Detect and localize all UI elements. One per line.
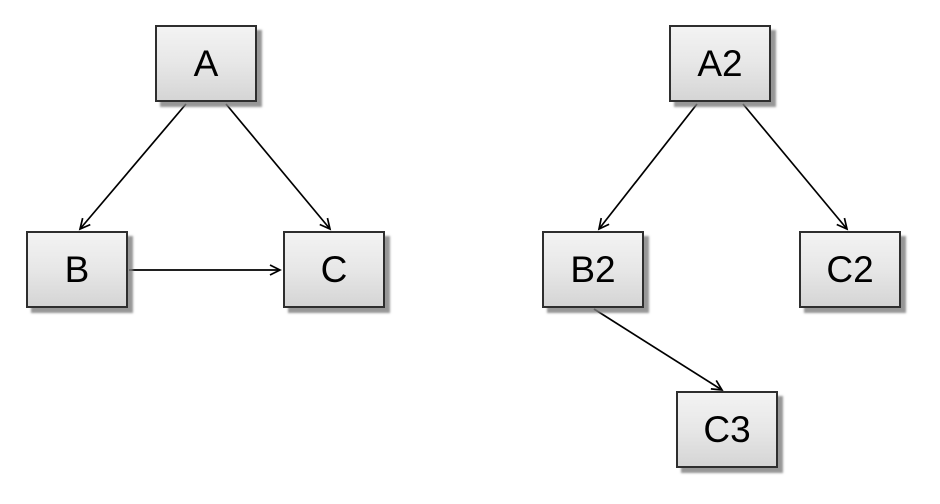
node-A: A [155,25,257,102]
edge-A2-C2 [742,103,849,231]
node-B2: B2 [542,231,644,308]
node-B-label: B [64,248,90,290]
node-C2: C2 [799,231,901,308]
edge-A2-B2 [597,103,698,231]
edge-A-B [78,103,187,231]
node-B2-label: B2 [570,248,616,290]
edge-A-C [225,103,332,231]
node-B: B [26,231,128,308]
node-A2-label: A2 [697,42,743,84]
node-C: C [283,231,385,308]
node-C-label: C [320,248,348,290]
node-A-label: A [193,42,219,84]
node-C3-label: C3 [703,408,751,450]
node-C3: C3 [676,391,778,468]
edge-B2-C3 [593,308,724,392]
node-A2: A2 [669,25,771,102]
node-C2-label: C2 [826,248,874,290]
